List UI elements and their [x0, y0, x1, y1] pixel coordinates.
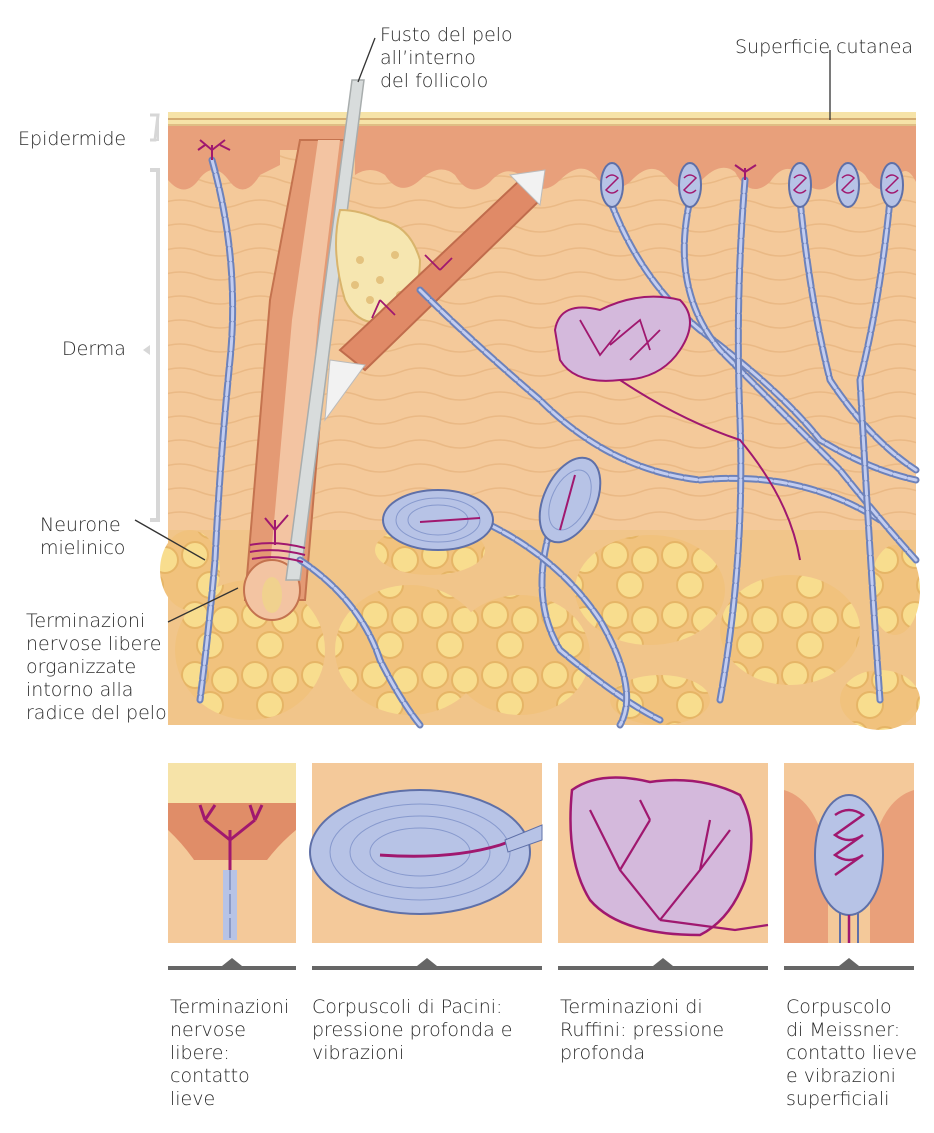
ruffini-ending: [553, 295, 801, 561]
free-nerve-endings: [197, 139, 757, 545]
label-epidermis: Epidermide: [18, 128, 127, 150]
label-myelinated-neuron: Neurone mielinico: [40, 514, 126, 559]
panel-meissner: [784, 763, 914, 943]
panel-pacinian: [309, 763, 543, 943]
caption-pacinian: Corpuscoli di Pacini: pressione profonda…: [312, 996, 513, 1064]
label-skin-surface: Superficie cutanea: [735, 36, 914, 58]
meissner-corpuscles: [600, 162, 904, 208]
panel-free-endings: [168, 763, 296, 943]
label-hair-shaft: Fusto del pelo all’interno del follicolo: [380, 24, 513, 92]
caption-meissner: Corpuscolo di Meissner: contatto lieve e…: [786, 996, 917, 1110]
label-free-endings-hair-root: Terminazioni nervose libere organizzate …: [26, 610, 167, 724]
hair-shaft: [285, 79, 365, 581]
pacinian-corpuscles: [382, 456, 602, 551]
myelinated-nerves: [196, 156, 920, 729]
caption-ruffini: Terminazioni di Ruffini: pressione profo…: [560, 996, 725, 1064]
main-section: [160, 79, 920, 730]
panel-baselines: [168, 958, 914, 970]
label-dermis: Derma: [62, 338, 126, 360]
leader-lines: [134, 37, 831, 623]
panel-ruffini: [558, 763, 769, 943]
caption-free-nerve-endings: Terminazioni nervose libere: contatto li…: [170, 996, 290, 1110]
hair-root-plexus: [249, 542, 306, 563]
layer-brackets: [143, 113, 160, 522]
